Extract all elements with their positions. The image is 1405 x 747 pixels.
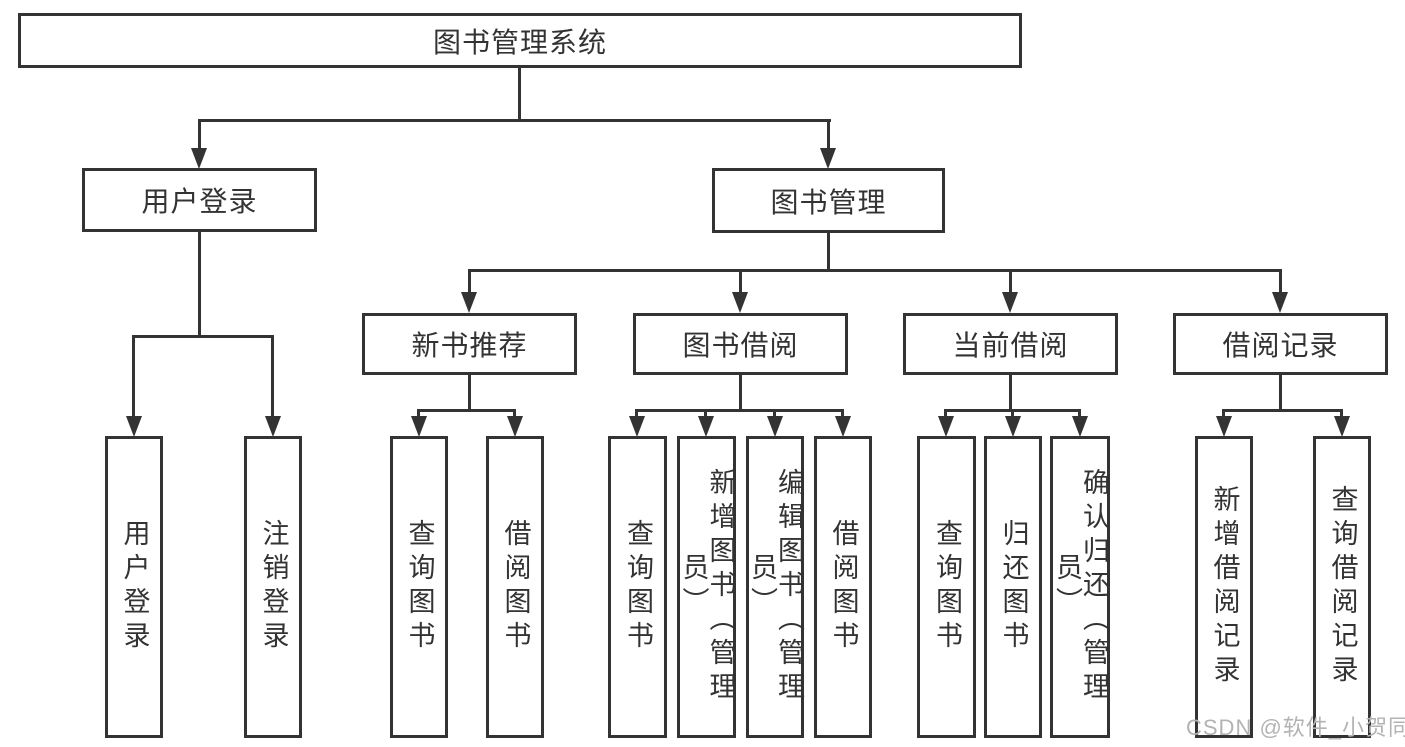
leaf-add-borrow-record: 新增借阅记录 (1195, 436, 1253, 738)
leaf-borrow-books-recommend: 借阅图书 (486, 436, 544, 738)
connector-line (773, 409, 776, 419)
arrowhead-down-icon (629, 416, 645, 437)
arrowhead-down-icon (767, 416, 783, 437)
arrowhead-down-icon (126, 416, 142, 437)
connector-line (841, 409, 844, 419)
arrowhead-down-icon (1005, 416, 1021, 437)
leaf-confirm-return-admin: 确认归还（管理员） (1050, 436, 1110, 738)
connector-line (417, 409, 420, 419)
node-book-borrow: 图书借阅 (633, 313, 848, 375)
connector-line (1009, 269, 1012, 295)
leaf-query-borrow-record: 查询借阅记录 (1313, 436, 1371, 738)
node-user-login: 用户登录 (82, 168, 317, 232)
connector-line (944, 409, 947, 419)
leaf-edit-book-admin: 编辑图书（管理员） (746, 436, 804, 738)
connector-line (132, 335, 274, 338)
arrowhead-down-icon (191, 148, 207, 169)
csdn-watermark: CSDN @软件_小贺同学 (1186, 715, 1405, 740)
connector-line (468, 269, 471, 295)
leaf-add-book-admin: 新增图书（管理员） (677, 436, 736, 738)
connector-line (198, 230, 201, 337)
node-borrow-record: 借阅记录 (1173, 313, 1388, 375)
connector-line (513, 409, 516, 419)
connector-line (518, 66, 521, 122)
leaf-query-books-recommend: 查询图书 (390, 436, 448, 738)
leaf-logout: 注销登录 (244, 436, 302, 738)
leaf-query-books-borrow: 查询图书 (608, 436, 667, 738)
node-library-system: 图书管理系统 (18, 13, 1022, 68)
arrowhead-down-icon (265, 416, 281, 437)
arrowhead-down-icon (835, 416, 851, 437)
connector-line (468, 373, 471, 412)
leaf-query-books-current: 查询图书 (917, 436, 976, 738)
connector-line (198, 119, 831, 122)
connector-line (417, 409, 516, 412)
arrowhead-down-icon (1272, 292, 1288, 313)
arrowhead-down-icon (938, 416, 954, 437)
arrowhead-down-icon (411, 416, 427, 437)
leaf-user-login: 用户登录 (105, 436, 163, 738)
connector-line (198, 119, 201, 150)
connector-line (1009, 373, 1012, 412)
leaf-borrow-books: 借阅图书 (814, 436, 872, 738)
connector-line (739, 373, 742, 412)
arrowhead-down-icon (1072, 416, 1088, 437)
arrowhead-down-icon (1002, 292, 1018, 313)
arrowhead-down-icon (1216, 416, 1232, 437)
connector-line (468, 269, 1282, 272)
arrowhead-down-icon (698, 416, 714, 437)
arrowhead-down-icon (820, 148, 836, 169)
arrowhead-down-icon (1334, 416, 1350, 437)
node-current-borrow: 当前借阅 (903, 313, 1118, 375)
node-book-management: 图书管理 (712, 168, 945, 233)
connector-line (827, 231, 830, 272)
connector-line (1279, 269, 1282, 295)
connector-line (1011, 409, 1014, 419)
node-new-book-recommend: 新书推荐 (362, 313, 577, 375)
connector-line (827, 119, 830, 150)
connector-line (635, 409, 844, 412)
connector-line (1340, 409, 1343, 419)
connector-line (1222, 409, 1343, 412)
connector-line (704, 409, 707, 419)
connector-line (635, 409, 638, 419)
connector-line (1078, 409, 1081, 419)
connector-line (271, 335, 274, 418)
leaf-return-book: 归还图书 (984, 436, 1042, 738)
arrowhead-down-icon (461, 292, 477, 313)
arrowhead-down-icon (507, 416, 523, 437)
connector-line (739, 269, 742, 295)
connector-line (1279, 373, 1282, 412)
arrowhead-down-icon (732, 292, 748, 313)
connector-line (132, 335, 135, 418)
connector-line (1222, 409, 1225, 419)
